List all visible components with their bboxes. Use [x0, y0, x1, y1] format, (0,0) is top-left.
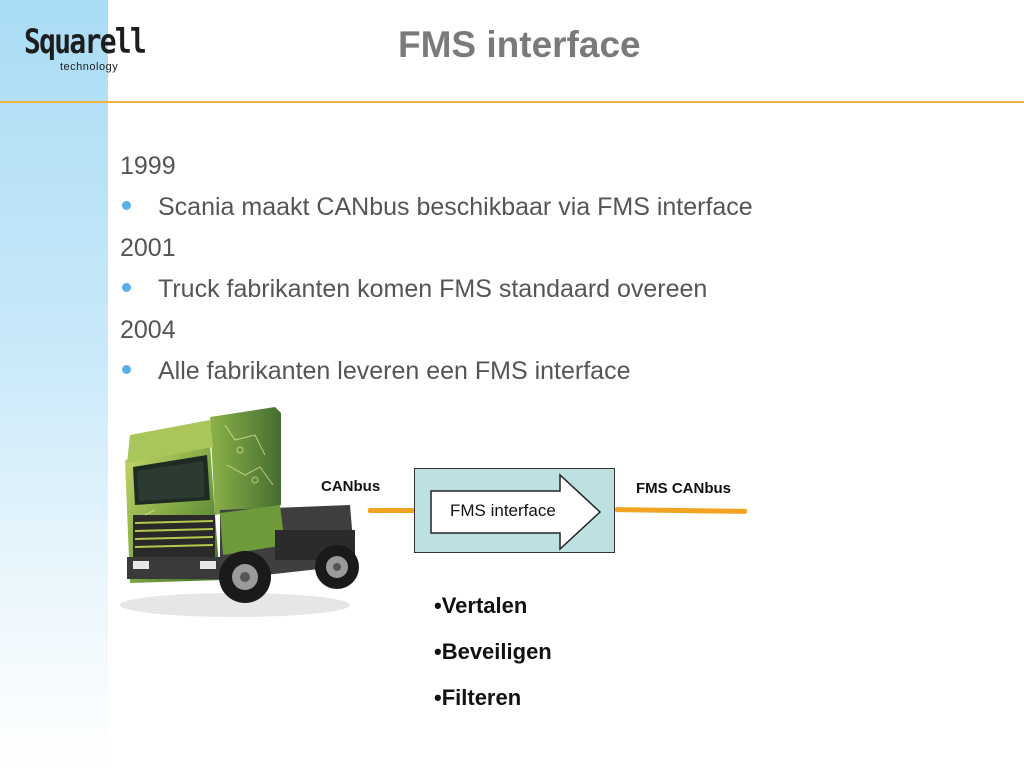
function-item: •Beveiligen: [434, 639, 552, 664]
logo-wordmark: Squarell: [24, 22, 147, 62]
timeline-list: 1999 Scania maakt CANbus beschikbaar via…: [120, 148, 753, 394]
timeline-bullet: Alle fabrikanten leveren een FMS interfa…: [120, 353, 753, 394]
timeline-year: 1999: [120, 152, 176, 180]
timeline-year: 2004: [120, 316, 176, 344]
function-list: •Vertalen •Beveiligen •Filteren: [434, 590, 552, 728]
arrow-right-icon: [430, 473, 602, 551]
slide-title: FMS interface: [398, 24, 641, 65]
canbus-label: CANbus: [321, 478, 381, 495]
truck-illustration: [115, 405, 365, 620]
bullet-dot-icon: [122, 365, 131, 374]
header-divider: [0, 101, 1024, 103]
bullet-dot-icon: [122, 283, 131, 292]
timeline-bullet: Scania maakt CANbus beschikbaar via FMS …: [120, 189, 753, 230]
bullet-dot-icon: [122, 201, 131, 210]
logo-subtitle: technology: [60, 61, 119, 73]
squarell-logo: Squarell technology: [24, 22, 147, 78]
timeline-year: 2001: [120, 234, 176, 262]
fms-canbus-label: FMS CANbus: [636, 480, 731, 497]
canbus-wire-left: [368, 508, 416, 513]
timeline-bullet-text: Alle fabrikanten leveren een FMS interfa…: [158, 357, 631, 385]
left-gradient-band: [0, 0, 108, 768]
function-item: •Vertalen: [434, 593, 528, 618]
timeline-bullet-text: Scania maakt CANbus beschikbaar via FMS …: [158, 193, 753, 221]
canbus-wire-right: [614, 507, 748, 514]
timeline-bullet: Truck fabrikanten komen FMS standaard ov…: [120, 271, 753, 312]
function-item: •Filteren: [434, 685, 522, 710]
timeline-bullet-text: Truck fabrikanten komen FMS standaard ov…: [158, 275, 708, 303]
fms-interface-box-label: FMS interface: [450, 501, 556, 520]
